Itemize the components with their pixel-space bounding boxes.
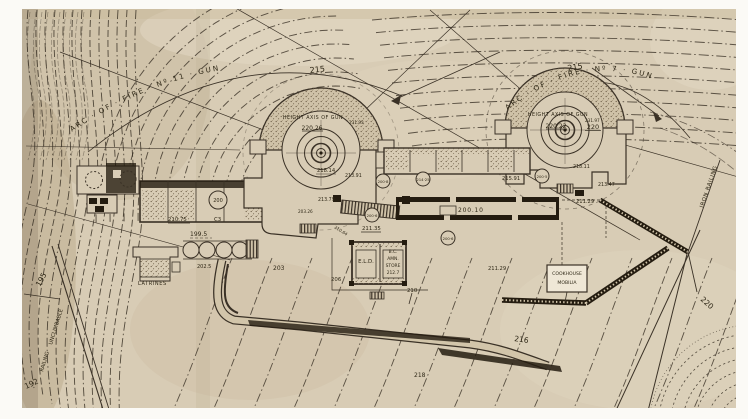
label-elev-210: 210 [407, 288, 418, 294]
label-elev-220: 220 [587, 123, 599, 131]
cliff-hachures [27, 11, 89, 161]
label-elev-213-47: 213.47 [598, 182, 615, 188]
label-elev-200-10: 200.10 [458, 207, 484, 214]
label-bc-line4: 212.7 [387, 270, 400, 276]
contour-mound-bottom-right [650, 325, 736, 408]
label-latrines: LATRINES [138, 281, 167, 287]
paper-sheet: ARC · OF · FIRE · Nº 11 · GUN ARC · OF ·… [22, 9, 736, 408]
label-eld: E.L.D. [358, 259, 374, 265]
mid-terrace-stores [333, 147, 531, 220]
label-elev-211-29a: 211.29 [576, 199, 594, 205]
label-height-axis-left: HEIGHT AXIS OF GUN [283, 115, 343, 121]
disc-label-200-8: 200·8 [378, 179, 389, 184]
label-elev-220-22: 220.22 [546, 123, 567, 130]
label-elev-206: 206 [331, 277, 342, 283]
disc-label-200-6a: 200·6 [367, 213, 378, 218]
east-barrack-building [396, 197, 559, 220]
label-elev-218-11: 218.11 [573, 164, 590, 170]
label-elev-220-26: 220.26 [302, 125, 323, 132]
unclimbable-railing-fence [51, 243, 110, 408]
label-elev-218-14: 218.14 [317, 168, 336, 174]
label-c3: C3 [214, 217, 221, 223]
label-bc-line1: B.C. [389, 249, 398, 255]
engine-room-compound [76, 163, 140, 214]
label-bc-line3: STORE [386, 263, 401, 269]
survey-lines [23, 9, 701, 408]
label-cookhouse-line2: MOBILIA [557, 280, 577, 286]
disc-label-200: 200 [213, 198, 223, 204]
revetment-wall [248, 320, 562, 372]
iron-railing-fence [501, 159, 721, 306]
gun-pit-circles-left [286, 120, 356, 186]
label-elev-213-79: 213.79 [318, 197, 335, 203]
label-elev-203: 203 [273, 265, 285, 272]
latrines-building [132, 246, 181, 282]
eld-bc-building [331, 238, 428, 300]
label-elev-213-91: 213.91 [345, 173, 362, 179]
label-bc-line2: AMN. [387, 256, 398, 262]
left-gun-emplacement [243, 87, 395, 239]
label-elev-215-91: 215.91 [502, 176, 520, 182]
contour-label-218: 218 [414, 372, 426, 379]
label-railing: RAILING [39, 351, 51, 373]
label-elev-202-5: 202.5 [197, 264, 211, 270]
label-height-axis-right: HEIGHT AXIS OF GUN [528, 112, 588, 118]
disc-label-200-6b: 200·6 [443, 236, 454, 241]
contour-lines-topleft [22, 9, 144, 408]
label-elev-210-75: 210.75 [168, 217, 187, 223]
contour-label-216: 216 [514, 334, 530, 345]
label-height-axis-value-right: 231.97 [585, 118, 600, 123]
spot-height-discs [364, 168, 550, 246]
disc-label-200-5: 200·5 [537, 174, 548, 179]
label-height-axis-value-left: 231.93 [349, 120, 364, 125]
cookhouse-building [546, 264, 588, 303]
contour-label-215-right: 215 [567, 61, 584, 73]
label-elev-211-29b: 211.29 [488, 266, 506, 272]
contour-label-215-left: 215 [309, 64, 325, 75]
leader-ticks [190, 128, 601, 305]
right-gun-emplacement [494, 67, 634, 196]
label-elev-203-26: 203.26 [298, 209, 313, 214]
label-elev-211-35: 211.35 [362, 226, 381, 232]
label-cookhouse-line1: COOKHOUSE [552, 271, 582, 277]
disc-label-214-25: 214·25 [416, 177, 430, 182]
label-elev-199-5: 199.5 [190, 231, 207, 238]
gun-pit-circles-right [530, 98, 600, 164]
